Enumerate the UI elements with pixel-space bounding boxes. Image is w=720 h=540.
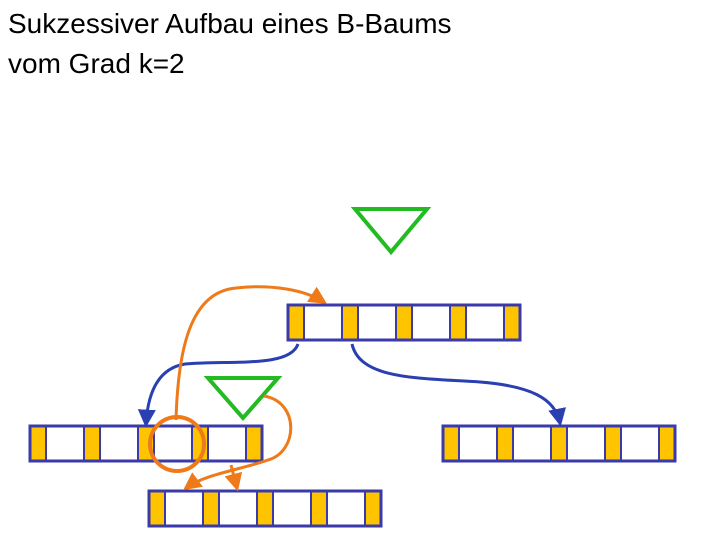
pointer-slot <box>287 304 305 341</box>
pointer-slot <box>442 425 460 462</box>
title-line-1: Sukzessiver Aufbau eines B-Baums <box>8 8 452 39</box>
pointer-arrow-root-to-left <box>137 343 300 428</box>
slide-title: Sukzessiver Aufbau eines B-Baums vom Gra… <box>8 4 452 84</box>
pointer-slot <box>202 490 220 527</box>
pointer-slot <box>256 490 274 527</box>
pointer-slot <box>503 304 521 341</box>
key-slot <box>458 425 498 462</box>
left-child-node <box>28 424 264 463</box>
right-child-node <box>441 424 677 463</box>
new-lower-node <box>147 489 383 528</box>
subtree-triangle-middle <box>203 376 283 422</box>
key-slot <box>153 425 193 462</box>
key-slot <box>272 490 312 527</box>
key-slot <box>164 490 204 527</box>
pointer-slot <box>604 425 622 462</box>
pointer-slot <box>341 304 359 341</box>
key-slot <box>326 490 366 527</box>
pointer-arrow-root-to-right <box>350 343 566 427</box>
subtree-triangle-top <box>350 207 432 256</box>
key-slot <box>620 425 660 462</box>
key-slot <box>45 425 85 462</box>
key-slot <box>465 304 505 341</box>
title-line-2: vom Grad k=2 <box>8 48 185 79</box>
pointer-slot <box>148 490 166 527</box>
pointer-slot <box>496 425 514 462</box>
node-border <box>286 303 522 342</box>
root-node <box>286 303 522 342</box>
pointer-slot <box>550 425 568 462</box>
key-slot <box>411 304 451 341</box>
key-slot <box>207 425 247 462</box>
node-border <box>147 489 383 528</box>
pointer-slot <box>245 425 263 462</box>
highlight-circle <box>148 415 206 473</box>
pointer-slot <box>364 490 382 527</box>
key-slot <box>566 425 606 462</box>
promote-arrow-to-root <box>174 285 328 421</box>
pointer-slot <box>83 425 101 462</box>
key-slot <box>357 304 397 341</box>
key-slot <box>303 304 343 341</box>
split-arrow-to-lower-left <box>183 394 293 491</box>
pointer-slot <box>310 490 328 527</box>
key-slot <box>218 490 258 527</box>
split-arrow-to-lower-right <box>224 464 243 492</box>
key-slot <box>99 425 139 462</box>
pointer-slot <box>29 425 47 462</box>
pointer-slot <box>395 304 413 341</box>
pointer-slot <box>449 304 467 341</box>
pointer-slot <box>658 425 676 462</box>
key-slot <box>512 425 552 462</box>
